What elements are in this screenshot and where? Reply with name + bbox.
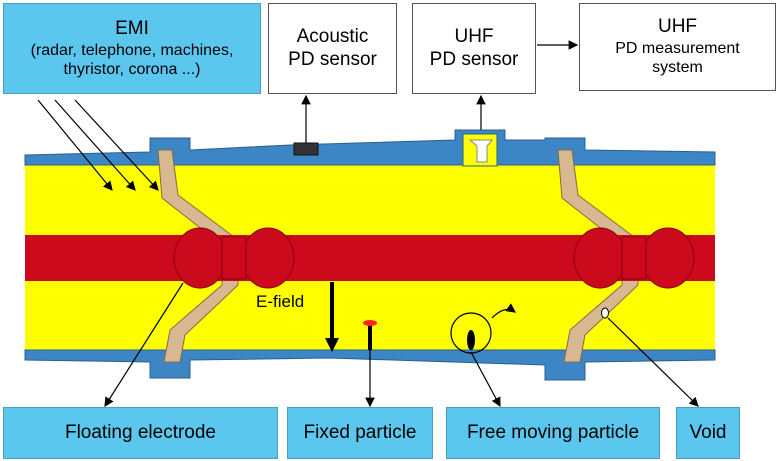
floating-electrode-box: Floating electrode	[3, 407, 278, 459]
efield-label: E-field	[256, 292, 305, 311]
uhf-sensor-box: UHF PD sensor	[412, 3, 536, 94]
emi-title: EMI	[115, 17, 149, 39]
acoustic-sensor-box: Acoustic PD sensor	[268, 3, 397, 94]
fixed-particle-tip	[363, 320, 377, 326]
emi-box: EMI (radar, telephone, machines, thyrist…	[3, 3, 261, 94]
void-bubble	[601, 307, 609, 319]
enclosure-bottom	[24, 349, 716, 381]
fixed-particle-box: Fixed particle	[287, 407, 433, 459]
free-moving-particle-box: Free moving particle	[446, 407, 660, 459]
void-box: Void	[676, 407, 740, 459]
uhf-sensor-element	[468, 139, 494, 163]
emi-sources-line2: thyristor, corona ...)	[63, 60, 201, 78]
uhf-system-box: UHF PD measurement system	[579, 3, 776, 91]
free-particle	[467, 330, 475, 350]
emi-sources-line1: (radar, telephone, machines,	[30, 41, 234, 59]
acoustic-sensor-block	[293, 142, 319, 156]
enclosure-top	[24, 129, 716, 166]
